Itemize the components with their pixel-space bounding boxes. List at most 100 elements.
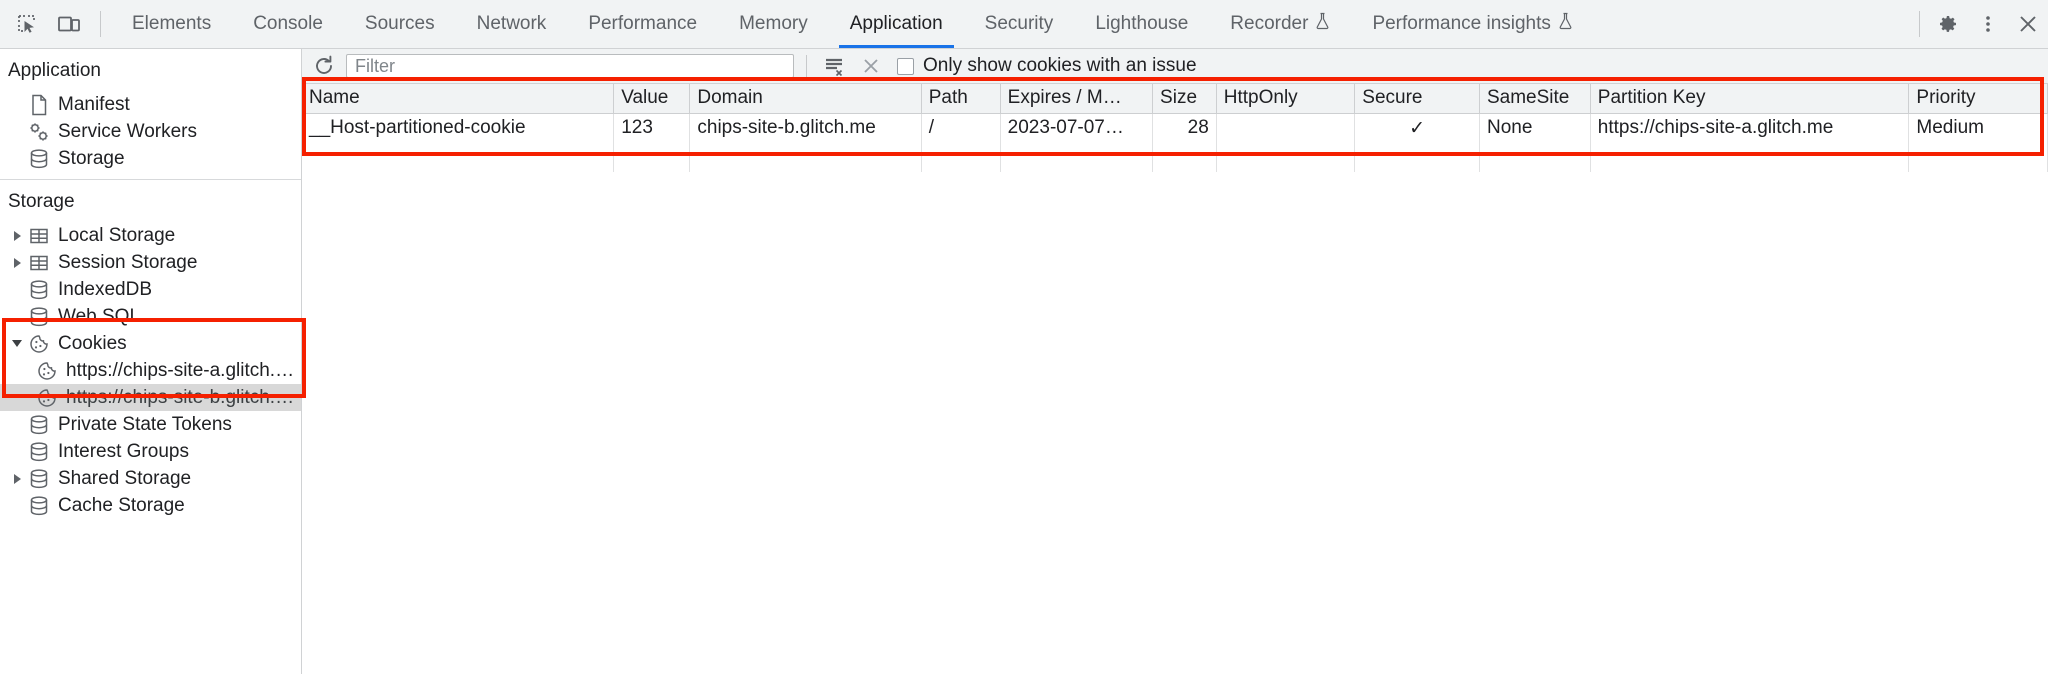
sidebar-item-label: https://chips-site-a.glitch.me: [66, 359, 301, 381]
manifest-file-icon: [26, 94, 52, 116]
column-header-domain[interactable]: Domain: [689, 84, 922, 114]
devtools-body: Application Manifest S: [0, 49, 2048, 674]
inspect-element-icon[interactable]: [6, 0, 48, 48]
experiment-flask-icon: [1558, 12, 1573, 36]
column-header-priority[interactable]: Priority: [1908, 84, 2048, 114]
clear-filtered-icon[interactable]: [819, 52, 851, 80]
tab-label: Elements: [132, 13, 212, 34]
sidebar-item-label: Shared Storage: [58, 467, 192, 489]
refresh-icon[interactable]: [308, 52, 340, 80]
cell-priority[interactable]: Medium: [1908, 113, 2048, 143]
column-header-path[interactable]: Path: [921, 84, 1001, 114]
cell-secure[interactable]: ✓: [1354, 113, 1480, 143]
cell-expires[interactable]: 2023-07-07…: [1000, 113, 1154, 143]
experiment-flask-icon: [1315, 12, 1330, 36]
cookies-table-container: Name Value Domain Path Expires / M… Size…: [302, 84, 2048, 674]
sidebar-item-label: Manifest: [58, 93, 130, 115]
sidebar-item-label: Service Workers: [58, 120, 198, 142]
sidebar-item-indexeddb[interactable]: IndexedDB: [0, 276, 301, 303]
expand-arrow-right-icon[interactable]: [8, 230, 26, 241]
tab-elements[interactable]: Elements: [111, 0, 232, 48]
only-issues-checkbox[interactable]: [897, 57, 914, 75]
tab-performance-insights[interactable]: Performance insights: [1351, 0, 1593, 48]
cell-domain[interactable]: chips-site-b.glitch.me: [689, 113, 922, 143]
sidebar-item-label: Session Storage: [58, 251, 198, 273]
table-row[interactable]: __Host-partitioned-cookie 123 chips-site…: [302, 113, 2048, 143]
close-icon[interactable]: [2008, 0, 2048, 48]
column-header-size[interactable]: Size: [1152, 84, 1217, 114]
database-icon: [26, 306, 52, 328]
sidebar-item-cookies-chips-site-a[interactable]: https://chips-site-a.glitch.me: [0, 357, 301, 384]
tab-recorder[interactable]: Recorder: [1209, 0, 1351, 48]
cookies-filter-toolbar: Only show cookies with an issue: [302, 49, 2048, 84]
device-toolbar-icon[interactable]: [48, 0, 90, 48]
sidebar-item-local-storage[interactable]: Local Storage: [0, 222, 301, 249]
tab-network[interactable]: Network: [456, 0, 568, 48]
sidebar-item-private-state-tokens[interactable]: Private State Tokens: [0, 411, 301, 438]
only-issues-filter[interactable]: Only show cookies with an issue: [897, 55, 1197, 77]
service-workers-icon: [26, 121, 52, 143]
tab-performance[interactable]: Performance: [567, 0, 718, 48]
column-header-secure[interactable]: Secure: [1354, 84, 1480, 114]
sidebar-item-storage[interactable]: Storage: [0, 145, 301, 172]
cell-samesite[interactable]: None: [1479, 113, 1591, 143]
tab-label: Sources: [364, 13, 435, 34]
clear-all-x-icon[interactable]: [855, 52, 887, 80]
tab-label: Memory: [739, 13, 808, 34]
column-header-partition-key[interactable]: Partition Key: [1590, 84, 1910, 114]
column-header-httponly[interactable]: HttpOnly: [1216, 84, 1356, 114]
column-header-name[interactable]: Name: [302, 84, 615, 114]
sidebar-item-manifest[interactable]: Manifest: [0, 91, 301, 118]
sidebar-item-interest-groups[interactable]: Interest Groups: [0, 438, 301, 465]
sidebar-item-label: IndexedDB: [58, 278, 153, 300]
sidebar-item-cookies[interactable]: Cookies: [0, 330, 301, 357]
expand-arrow-right-icon[interactable]: [8, 473, 26, 484]
cell-path[interactable]: /: [921, 113, 1001, 143]
more-vertical-icon[interactable]: [1968, 0, 2008, 48]
sidebar-header-storage: Storage: [8, 191, 75, 212]
cell-name[interactable]: __Host-partitioned-cookie: [302, 113, 615, 143]
tab-label: Recorder: [1230, 13, 1309, 34]
tab-console[interactable]: Console: [232, 0, 344, 48]
sidebar-item-label: https://chips-site-b.glitch.me: [66, 386, 301, 408]
tab-memory[interactable]: Memory: [718, 0, 829, 48]
column-header-samesite[interactable]: SameSite: [1479, 84, 1591, 114]
cell-size[interactable]: 28: [1152, 113, 1217, 143]
tab-security[interactable]: Security: [964, 0, 1075, 48]
database-icon: [26, 279, 52, 301]
sidebar-item-cache-storage[interactable]: Cache Storage: [0, 492, 301, 519]
sidebar-item-label: Cache Storage: [58, 494, 185, 516]
table-grid-icon: [26, 252, 52, 274]
gear-icon[interactable]: [1928, 0, 1968, 48]
cell-value[interactable]: 123: [613, 113, 691, 143]
column-header-expires[interactable]: Expires / M…: [1000, 84, 1154, 114]
sidebar-header-application: Application: [8, 60, 101, 81]
tab-label: Security: [984, 13, 1054, 34]
database-icon: [26, 414, 52, 436]
sidebar-item-cookies-chips-site-b[interactable]: https://chips-site-b.glitch.me: [0, 384, 301, 411]
cookies-table: Name Value Domain Path Expires / M… Size…: [302, 84, 2048, 172]
sidebar-item-label: Cookies: [58, 332, 127, 354]
tab-label: Console: [253, 13, 323, 34]
tab-label: Network: [476, 13, 547, 34]
toolbar-right-actions: [1915, 0, 2048, 48]
tab-application[interactable]: Application: [829, 0, 964, 48]
table-grid-icon: [26, 225, 52, 247]
sidebar-item-session-storage[interactable]: Session Storage: [0, 249, 301, 276]
column-header-value[interactable]: Value: [613, 84, 691, 114]
database-icon: [26, 468, 52, 490]
tab-lighthouse[interactable]: Lighthouse: [1074, 0, 1209, 48]
toolbar-divider: [806, 55, 807, 77]
sidebar-item-shared-storage[interactable]: Shared Storage: [0, 465, 301, 492]
cell-partition-key[interactable]: https://chips-site-a.glitch.me: [1590, 113, 1910, 143]
sidebar-item-web-sql[interactable]: Web SQL: [0, 303, 301, 330]
search-input[interactable]: [346, 54, 794, 78]
expand-arrow-right-icon[interactable]: [8, 257, 26, 268]
collapse-arrow-down-icon[interactable]: [8, 340, 26, 347]
sidebar-item-service-workers[interactable]: Service Workers: [0, 118, 301, 145]
database-icon: [26, 148, 52, 170]
cell-httponly[interactable]: [1216, 113, 1356, 143]
tab-sources[interactable]: Sources: [344, 0, 456, 48]
database-icon: [26, 441, 52, 463]
toolbar-divider: [100, 11, 101, 37]
